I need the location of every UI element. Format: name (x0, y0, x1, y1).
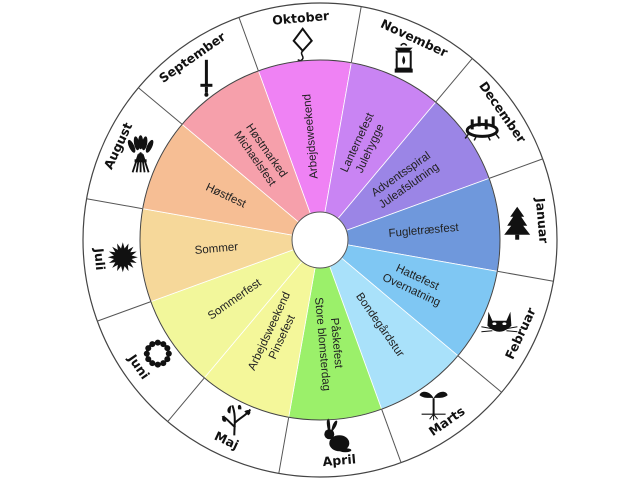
month-divider (167, 377, 205, 422)
month-divider (350, 6, 362, 63)
birch-branch-icon (221, 404, 252, 436)
month-label-april: April (322, 451, 357, 469)
month-divider (381, 408, 402, 463)
month-divider (488, 158, 543, 179)
month-label-juli: Juli (91, 247, 108, 271)
sprout-icon (419, 391, 448, 421)
wheat-sheaf-icon (127, 135, 154, 173)
month-divider (86, 198, 143, 210)
sword-icon (200, 59, 213, 97)
month-divider (238, 17, 259, 72)
color-sectors (139, 59, 501, 421)
event-line: Påskefest (328, 317, 344, 369)
month-icons (107, 27, 531, 453)
month-label-oktober: Oktober (272, 8, 331, 28)
rabbit-icon (324, 418, 352, 453)
cat-face-icon (481, 311, 518, 333)
event-line: Sommer (194, 241, 239, 257)
center-hole (291, 211, 349, 269)
month-divider (138, 87, 183, 125)
month-divider (278, 417, 290, 474)
month-divider (497, 270, 554, 282)
fir-tree-icon (504, 206, 531, 240)
month-divider (435, 58, 473, 103)
month-divider (457, 355, 502, 393)
flower-wreath-icon (143, 339, 172, 368)
month-label-januar: Januar (533, 196, 552, 244)
sun-icon (107, 242, 138, 273)
event-label-juli: Sommer (194, 241, 239, 257)
month-dividers (86, 6, 554, 474)
inner-ring-outline (139, 59, 501, 421)
month-divider (97, 301, 152, 322)
lantern-icon (394, 42, 413, 73)
